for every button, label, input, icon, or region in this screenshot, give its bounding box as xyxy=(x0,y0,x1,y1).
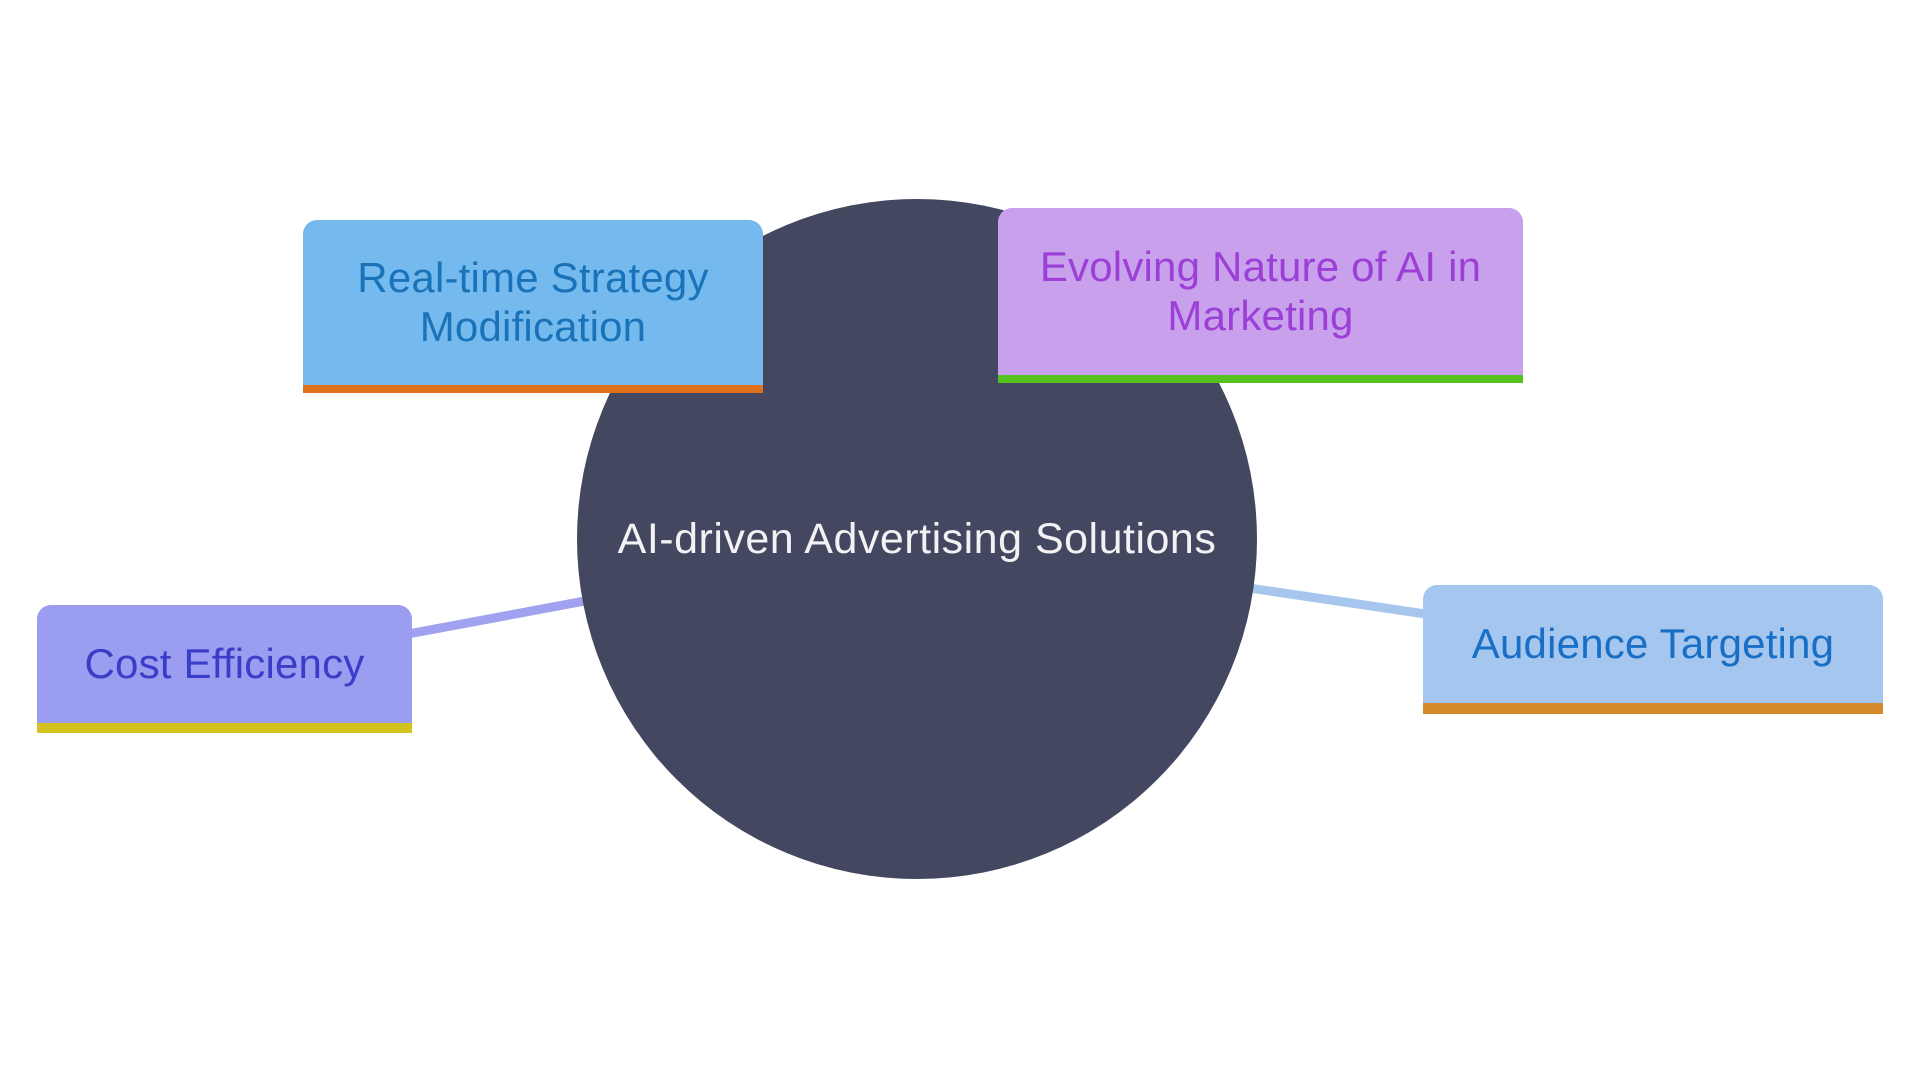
node-label-real-time-strategy-modification: Real-time Strategy Modification xyxy=(303,220,763,385)
node-underline-accent xyxy=(1423,703,1883,714)
node-label-cost-efficiency: Cost Efficiency xyxy=(37,605,412,723)
node-underline-accent xyxy=(303,385,763,393)
node-underline-accent xyxy=(998,375,1523,383)
node-label-audience-targeting: Audience Targeting xyxy=(1423,585,1883,703)
node-cost-efficiency[interactable]: Cost Efficiency xyxy=(37,605,412,733)
node-audience-targeting[interactable]: Audience Targeting xyxy=(1423,585,1883,714)
central-node-label: AI-driven Advertising Solutions xyxy=(617,514,1217,563)
node-real-time-strategy-modification[interactable]: Real-time Strategy Modification xyxy=(303,220,763,393)
node-label-evolving-nature-of-ai-in-marketing: Evolving Nature of AI in Marketing xyxy=(998,208,1523,375)
node-underline-accent xyxy=(37,723,412,733)
node-evolving-nature-of-ai-in-marketing[interactable]: Evolving Nature of AI in Marketing xyxy=(998,208,1523,383)
